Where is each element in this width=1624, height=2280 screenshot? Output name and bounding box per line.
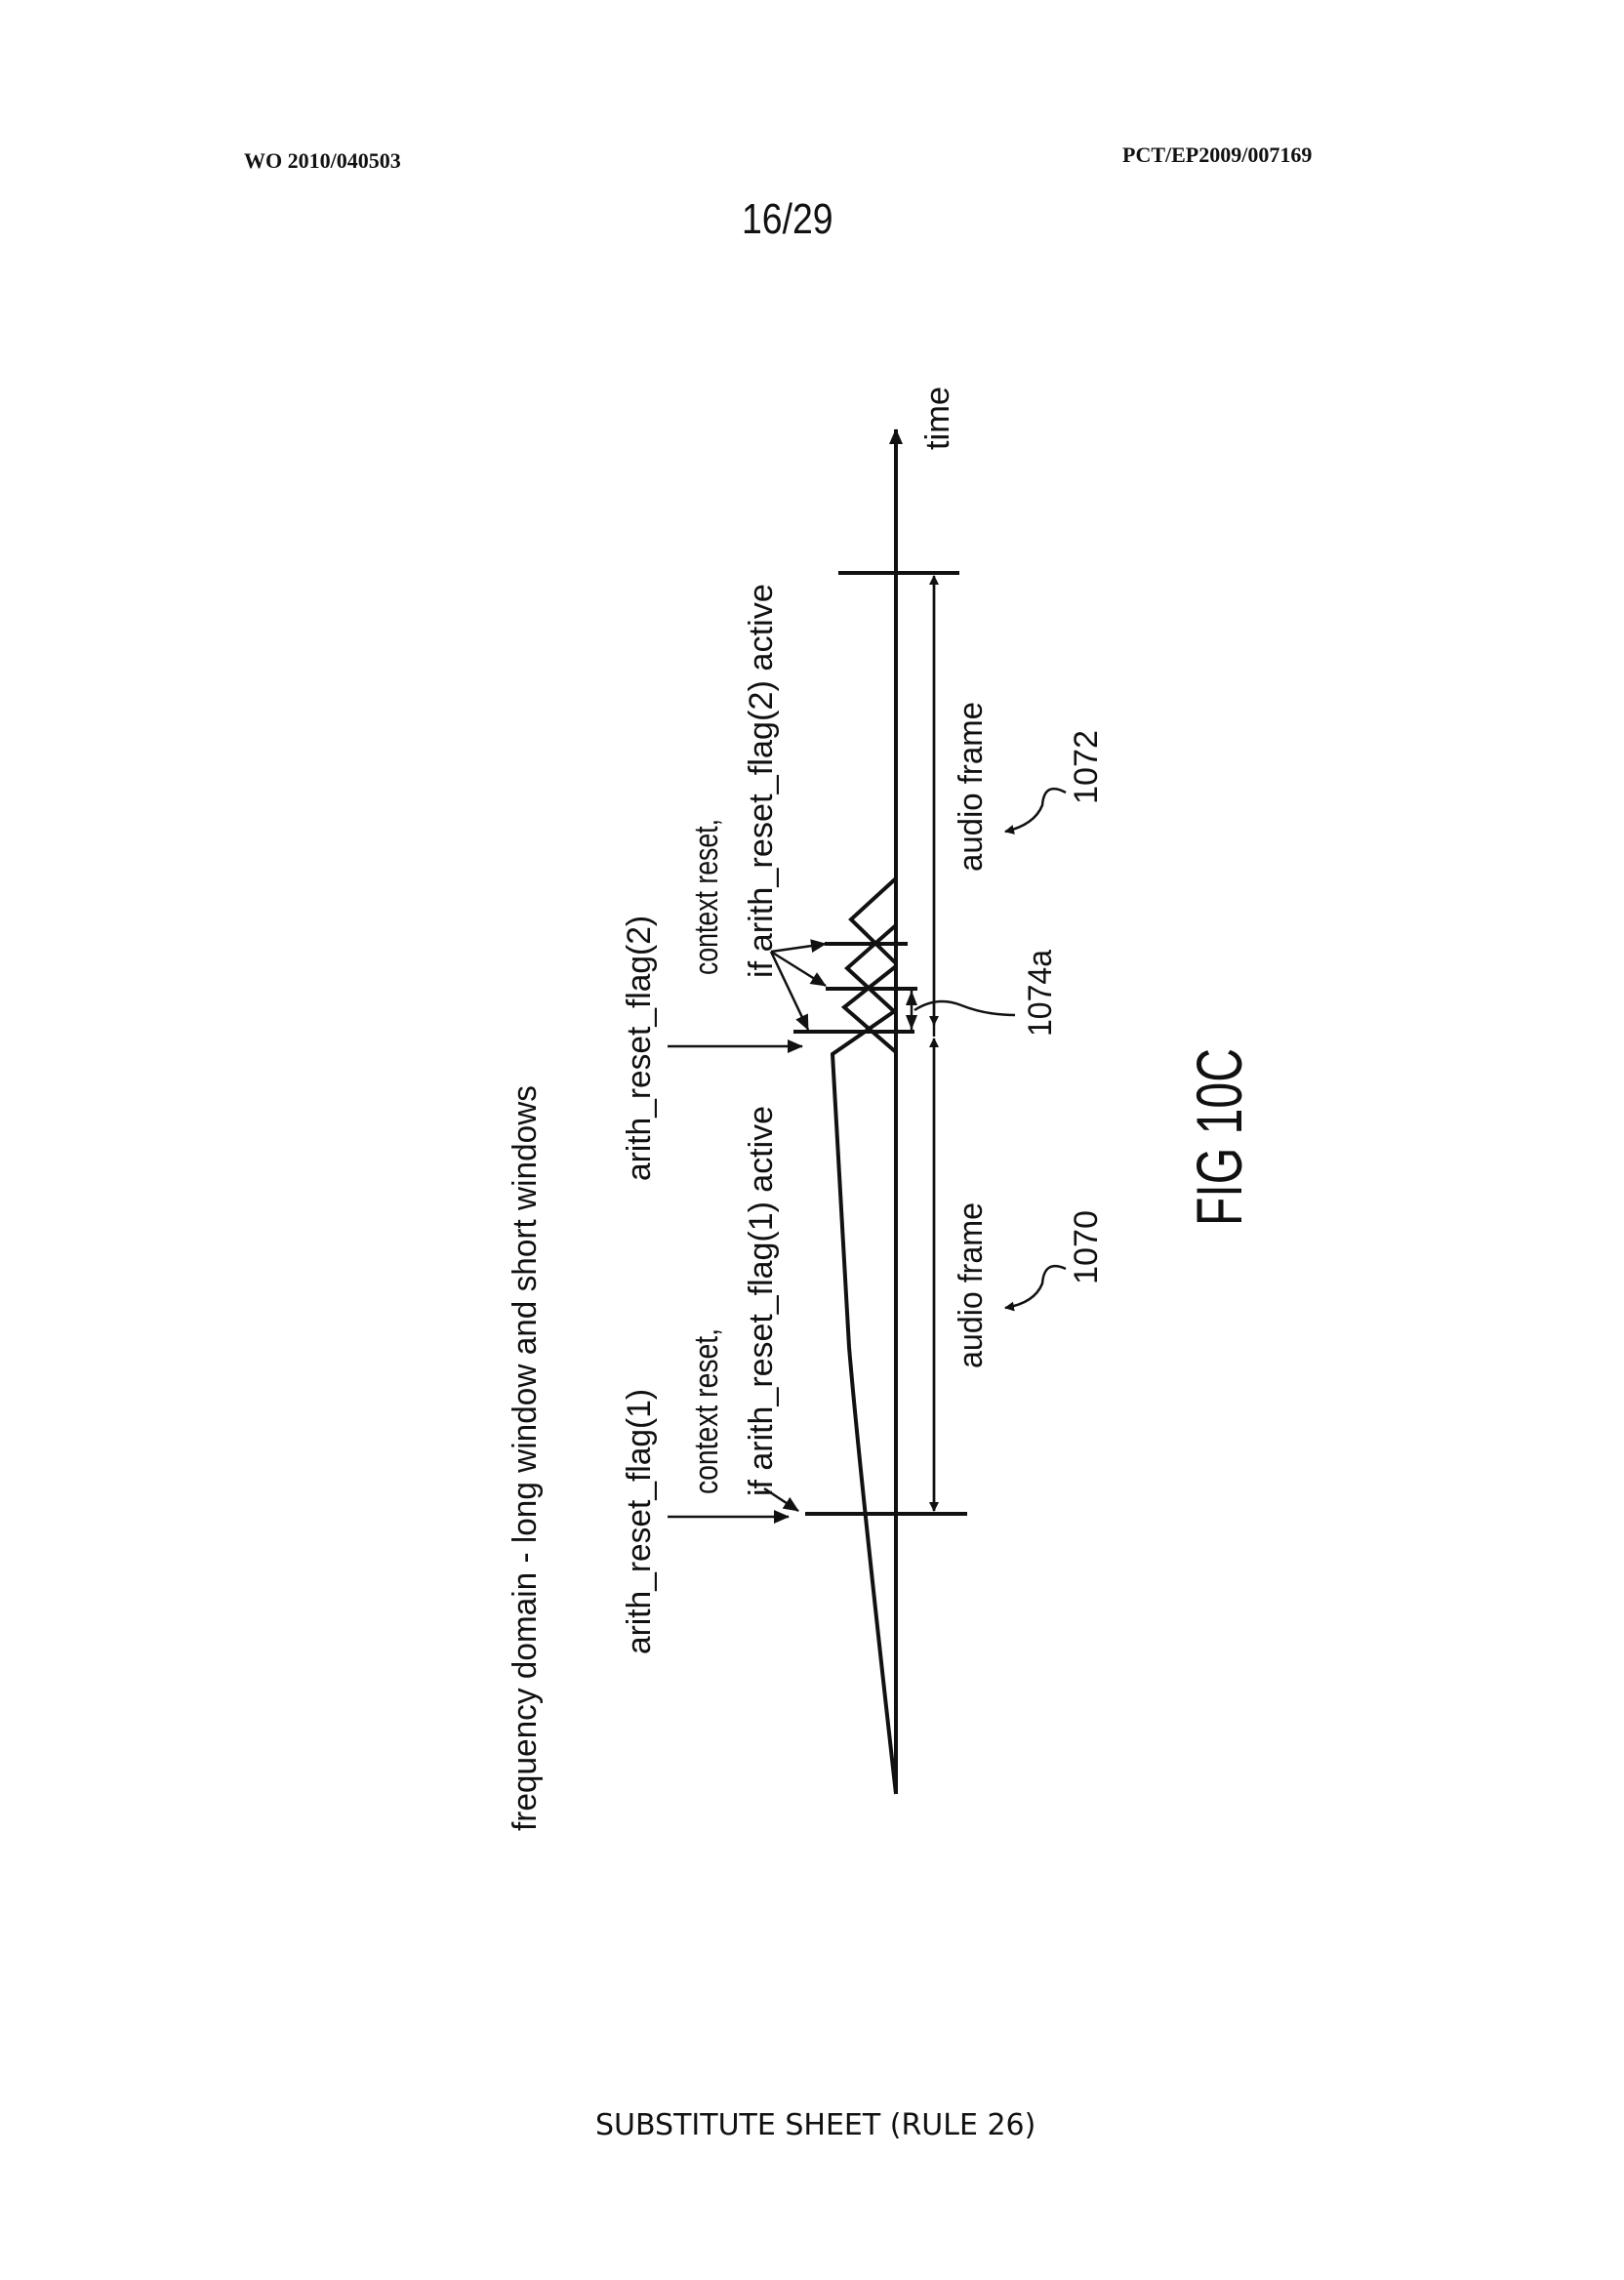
leader-1072	[1004, 787, 1067, 835]
reset2-arrow	[770, 939, 827, 954]
application-number: PCT/EP2009/007169	[1122, 142, 1313, 167]
figure-title: FIG 10C	[1183, 1048, 1255, 1226]
reset2-line1: context reset,	[688, 819, 725, 975]
long-window	[830, 1008, 898, 1795]
flag1-label: arith_reset_flag(1)	[621, 1389, 658, 1654]
ref-1070: 1070	[1068, 1210, 1105, 1284]
short-window	[840, 964, 898, 1054]
audio-frame-1-label: audio frame	[953, 1202, 990, 1368]
sheet-number: 16/29	[742, 195, 833, 243]
short-window	[844, 923, 898, 1015]
leader-1074a	[914, 999, 1016, 1017]
ref-1074a: 1074a	[1022, 950, 1059, 1037]
reset2-line2: if arith_reset_flag(2) active	[743, 584, 780, 978]
reset1-line2: if arith_reset_flag(1) active	[743, 1106, 780, 1496]
reset1-arrow	[763, 1486, 799, 1513]
short-window	[848, 876, 898, 965]
leader-1070	[1004, 1264, 1067, 1312]
time-axis-label: time	[919, 387, 956, 450]
ref-1072: 1072	[1068, 730, 1105, 804]
audio-frame-2-label: audio frame	[953, 702, 990, 872]
reset2-arrow	[769, 951, 810, 1031]
flag2-label: arith_reset_flag(2)	[621, 916, 658, 1181]
publication-number: WO 2010/040503	[244, 148, 401, 173]
footer-text: SUBSTITUTE SHEET (RULE 26)	[595, 2108, 1036, 2142]
reset2-arrow	[770, 950, 827, 988]
reset1-line1: context reset,	[688, 1328, 725, 1494]
figure-caption: frequency domain - long window and short…	[507, 1085, 544, 1831]
